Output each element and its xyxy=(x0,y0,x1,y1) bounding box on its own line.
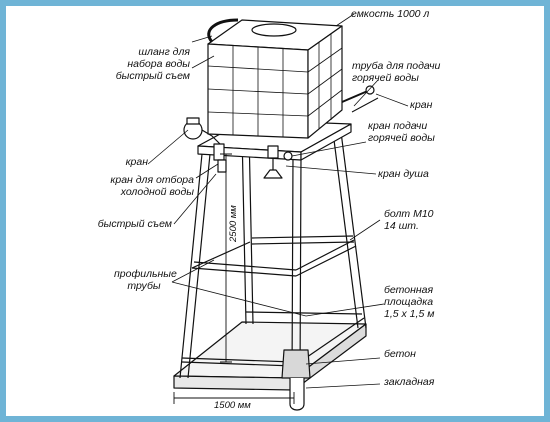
label-concrete-pad: бетонная площадка 1,5 х 1,5 м xyxy=(384,284,435,320)
fill-hose xyxy=(207,18,239,43)
embedded-footing xyxy=(281,349,311,411)
leader-hot-valve xyxy=(291,141,367,157)
leader-shower-valve xyxy=(285,165,377,175)
shower-assembly xyxy=(263,145,293,179)
leader-tank xyxy=(335,13,355,27)
label-bolt: болт М10 14 шт. xyxy=(384,208,434,232)
leader-quick-release-top xyxy=(191,55,215,69)
concrete-pad xyxy=(173,321,367,391)
label-quick-release-top: быстрый съем xyxy=(115,70,190,82)
dimension-width: 1500 мм xyxy=(214,400,251,411)
label-embedded: закладная xyxy=(384,376,435,388)
label-shower-valve: кран душа xyxy=(378,168,429,180)
leader-valve-right xyxy=(375,93,409,107)
label-quick-release-bottom: быстрый съем xyxy=(97,218,172,230)
label-profile-pipes: профильные трубы xyxy=(114,268,177,292)
label-tank: емкость 1000 л xyxy=(351,8,430,20)
stand-middle-frame xyxy=(191,235,357,277)
leader-fill-hose xyxy=(191,35,213,43)
leader-concrete xyxy=(305,357,381,365)
hot-water-pipe xyxy=(341,85,379,113)
label-cold-valve: кран для отбора холодной воды xyxy=(110,174,194,198)
leader-quick-release-bottom xyxy=(173,173,217,225)
label-hot-pipe: труба для подачи горячей воды xyxy=(352,60,441,84)
diagram-frame: емкость 1000 л шланг для набора воды быс… xyxy=(6,6,544,416)
dimension-height: 2500 мм xyxy=(228,205,239,242)
shower-stand-drawing xyxy=(147,13,409,411)
label-valve-left: кран xyxy=(125,156,148,168)
leader-hot-pipe xyxy=(353,79,379,107)
label-concrete: бетон xyxy=(384,348,416,360)
label-fill-hose: шланг для набора воды xyxy=(127,46,190,70)
leader-bolt xyxy=(349,219,381,241)
stand-legs xyxy=(179,131,367,381)
leader-valve-left xyxy=(147,129,189,165)
water-tank xyxy=(207,19,343,139)
label-hot-valve: кран подачи горячей воды xyxy=(368,120,435,144)
leader-cold-valve xyxy=(195,163,219,179)
leader-profile-pipes xyxy=(171,259,307,317)
leader-concrete-pad xyxy=(305,303,385,317)
label-valve-right: кран xyxy=(410,99,433,111)
leader-embedded xyxy=(305,383,381,389)
